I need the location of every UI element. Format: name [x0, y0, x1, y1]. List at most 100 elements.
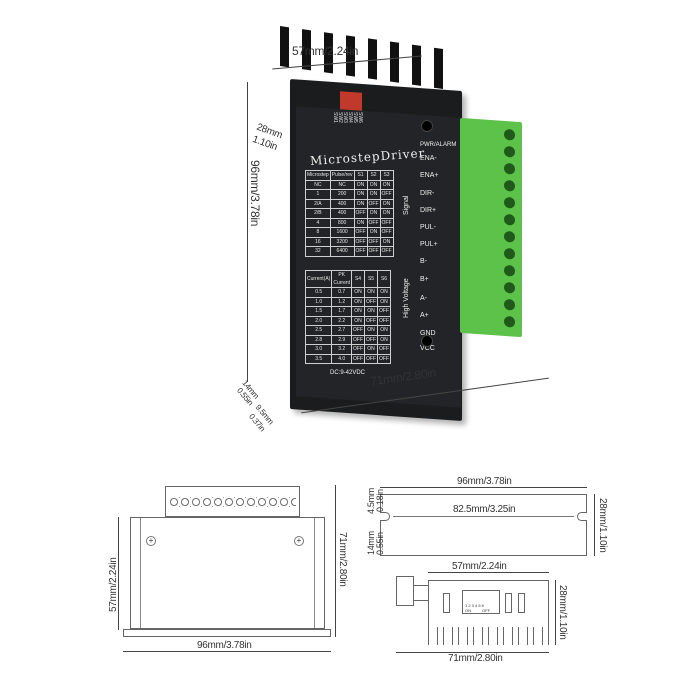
table-cell: ON — [377, 325, 392, 336]
terminal-screw-icon — [504, 213, 515, 226]
table-cell: 2/B — [305, 208, 331, 219]
hv-group-label: High Voltage — [403, 278, 410, 318]
table-cell: ON — [377, 296, 392, 307]
table-cell: ON — [379, 179, 394, 190]
pin-label: PUL- — [420, 224, 436, 231]
dim-height: 96mm/3.78in — [248, 160, 262, 227]
pin-label: A+ — [420, 312, 429, 319]
table-cell: ON — [366, 189, 381, 200]
pin-label: VCC — [420, 345, 435, 352]
table-cell: ON — [353, 189, 368, 200]
table-cell: 400 — [329, 198, 355, 209]
base-plate — [123, 629, 331, 637]
table-cell: 1.5 — [304, 306, 333, 317]
table-cell: ON — [364, 306, 379, 317]
dim-width: 57mm/2.24in — [292, 44, 359, 58]
table-cell: OFF — [364, 296, 379, 307]
table-cell: ON — [353, 217, 368, 228]
table-cell: 6400 — [329, 246, 355, 257]
table-cell: 3.2 — [331, 344, 353, 355]
table-cell: 4 — [305, 217, 331, 228]
table-cell: OFF — [364, 315, 379, 326]
table-cell: S4 — [351, 270, 366, 288]
table-cell: ON — [353, 179, 368, 190]
table-cell: 8 — [305, 227, 331, 238]
table-cell: ON — [379, 208, 394, 219]
signal-group-label: Signal — [403, 195, 410, 215]
table-cell: 1 — [305, 189, 331, 200]
table-cell: 2/A — [305, 198, 331, 209]
table-cell: ON — [351, 287, 366, 298]
terminal-screw-icon — [504, 179, 515, 192]
table-cell: OFF — [353, 246, 368, 257]
table-cell: OFF — [379, 217, 394, 228]
screw-icon — [421, 120, 433, 132]
screw-icon: + — [294, 536, 304, 546]
table-cell: 4.0 — [331, 353, 353, 364]
table-cell: OFF — [353, 208, 368, 219]
dip-off-label: OFF — [482, 608, 491, 613]
table-cell: ON — [364, 344, 379, 355]
top-outline — [380, 494, 587, 556]
table-cell: ON — [351, 306, 366, 317]
dim-hole-spacing: 82.5mm/3.25in — [453, 504, 516, 515]
table-cell: 2.7 — [331, 325, 353, 336]
dip-switch — [340, 91, 362, 111]
table-cell: 200 — [329, 189, 355, 200]
table-cell: OFF — [351, 325, 366, 336]
pin-label: B+ — [420, 276, 429, 283]
table-cell: OFF — [364, 334, 379, 345]
table-cell: OFF — [377, 306, 392, 317]
dim-line — [247, 82, 248, 382]
table-cell: ON — [379, 198, 394, 209]
table-cell: OFF — [351, 344, 366, 355]
terminal-screw-icon — [504, 145, 515, 158]
pin-label: A- — [420, 295, 427, 302]
table-cell: OFF — [377, 315, 392, 326]
table-cell: OFF — [351, 353, 366, 364]
dim-side-depth: 28mm/1.10in — [557, 585, 568, 640]
pin-label: DIR- — [420, 190, 435, 197]
table-cell: ON — [351, 296, 366, 307]
table-cell: OFF — [364, 353, 379, 364]
table-cell: 3200 — [329, 236, 355, 247]
table-cell: Microstep — [305, 170, 331, 181]
table-cell: 3.5 — [304, 353, 333, 364]
table-cell: OFF — [351, 334, 366, 345]
dim-top-width: 96mm/3.78in — [457, 476, 512, 487]
terminal-screw-icon — [504, 281, 515, 294]
table-cell: 2.2 — [331, 315, 353, 326]
screw-icon — [421, 335, 433, 347]
table-cell: OFF — [379, 189, 394, 200]
table-cell: 800 — [329, 217, 355, 228]
table-cell: OFF — [366, 246, 381, 257]
pin-label: B- — [420, 258, 427, 265]
terminal-screw-icon — [504, 162, 515, 175]
pwr-alarm-label: PWR/ALARM — [420, 142, 457, 148]
table-cell: 1.7 — [331, 306, 353, 317]
table-cell: OFF — [366, 236, 381, 247]
table-cell: ON — [364, 287, 379, 298]
table-cell: ON — [379, 236, 394, 247]
table-cell: 0.7 — [331, 287, 353, 298]
table-cell: ON — [364, 325, 379, 336]
table-cell: OFF — [353, 236, 368, 247]
table-cell: S5 — [364, 270, 379, 288]
table-cell: PK Current — [331, 270, 353, 288]
table-cell: 32 — [305, 246, 331, 257]
dim-side-width: 57mm/2.24in — [452, 561, 507, 572]
table-cell: ON — [366, 227, 381, 238]
table-cell: Pulse/rev — [329, 170, 355, 181]
terminal-screw-icon — [504, 230, 515, 243]
table-cell: OFF — [377, 353, 392, 364]
